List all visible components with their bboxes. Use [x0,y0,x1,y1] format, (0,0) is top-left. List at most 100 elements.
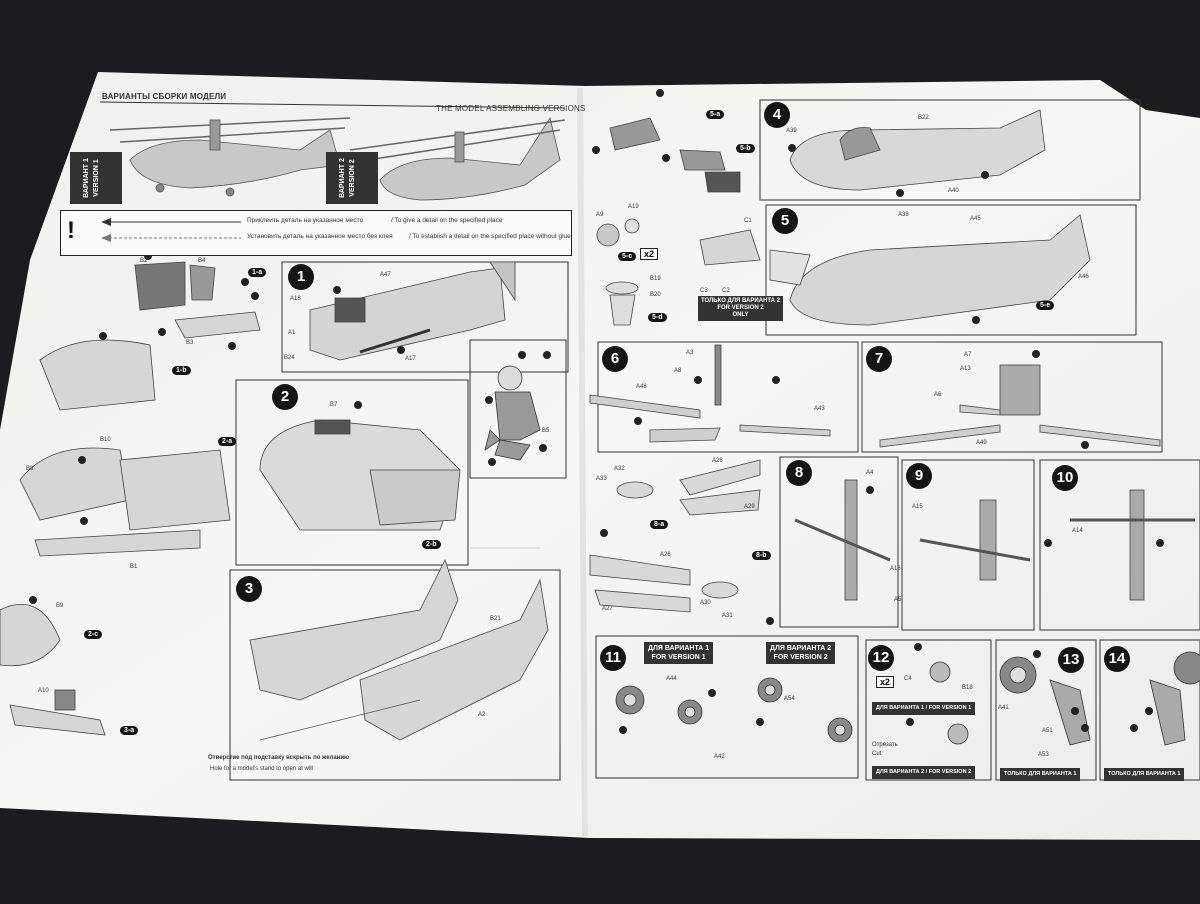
step-6-number: 6 [602,346,628,372]
part-label: B18 [962,685,973,691]
substep-8b: 8-b [752,551,771,560]
quantity-x2-badge: x2 [640,248,659,260]
step-12-frame [865,639,992,781]
part-star-badges [29,89,1164,734]
header-right-title: THE MODEL ASSEMBLING VERSIONS [436,104,586,113]
part-label: B9 [56,603,64,609]
part-label: A9 [596,212,604,218]
part-label: A46 [1078,274,1089,280]
part-label: A51 [1042,728,1053,734]
step-5-number: 5 [772,208,798,234]
part-label: A6 [934,392,942,398]
cut-note-ru: Отрезать [872,742,898,748]
part-label: A45 [970,216,981,222]
part-label: A49 [976,440,987,446]
part-label: A30 [700,600,711,606]
step-7-number: 7 [866,346,892,372]
helicopter-version-1 [109,117,351,197]
version-2-tag: ВАРИАНТ 2 VERSION 2 [326,152,378,204]
part-label: B10 [100,437,111,443]
part-label: A47 [380,272,391,278]
glue-arrow-icon [101,218,241,226]
substep-1b: 1-b [172,366,191,375]
step-4-number: 4 [764,102,790,128]
step-8-frame [779,456,899,628]
step-11-version-1-tag: ДЛЯ ВАРИАНТА 1 FOR VERSION 1 [644,642,714,664]
legend-noglue-ru: Установить деталь на указанное место без… [247,233,393,240]
part-label: A29 [744,504,755,510]
step-5-frame [765,204,1137,336]
part-label: A17 [405,356,416,362]
legend-glue-ru: Приклеить деталь на указанное место [247,217,364,224]
legend-glue-en: / To give a detail on the specified plac… [391,217,503,224]
substep-5b: 5-b [736,144,755,153]
pilot-frame [469,339,567,479]
step-3-number: 3 [236,576,262,602]
step-14-version-tag: ТОЛЬКО ДЛЯ ВАРИАНТА 1 [1104,768,1185,781]
part-label: C3 [700,288,708,294]
step-13-version-tag: ТОЛЬКО ДЛЯ ВАРИАНТА 1 [1000,768,1081,781]
stand-hole-note-ru: Отверстие под подставку вскрыть по желан… [208,755,350,761]
legend-noglue-en: / To establish a detail on the specified… [409,233,571,240]
step-11-version-2-tag: ДЛЯ ВАРИАНТА 2 FOR VERSION 2 [766,642,836,664]
step-1-frame [281,261,569,373]
part-label: A18 [290,296,301,302]
part-label: B5 [542,428,550,434]
part-label: A54 [784,696,795,702]
part-label: A15 [912,504,923,510]
substep-1a: 1-a [248,268,267,277]
step-11-frame [595,635,859,779]
step-7-frame [861,341,1163,453]
part-label: A33 [596,476,607,482]
part-label: A44 [666,676,677,682]
substep-8a: 8-a [650,520,669,529]
part-label: A31 [722,613,733,619]
step-10-number: 10 [1052,465,1078,491]
part-label: A53 [1038,752,1049,758]
step-10-frame [1039,459,1200,631]
part-label: A10 [38,688,49,694]
part-label: B8 [26,466,34,472]
part-label: A41 [998,705,1009,711]
part-label: A4 [866,470,874,476]
helicopter-version-2 [349,116,566,201]
cut-note-en: Cut [872,751,882,757]
part-label: A48 [636,384,647,390]
step-9-number: 9 [906,463,932,489]
step-2-frame [235,379,469,566]
part-label: A19 [628,204,639,210]
version-1-tag: ВАРИАНТ 1 VERSION 1 [70,152,122,204]
part-label: C1 [744,218,752,224]
part-label: C4 [904,676,912,682]
step-12-version-2-tag: ДЛЯ ВАРИАНТА 2 / FOR VERSION 2 [872,766,976,779]
part-label: B21 [490,616,501,622]
substep-2a: 2-a [218,437,237,446]
part-label: A1 [288,330,296,336]
part-label: A2 [478,712,486,718]
part-label: B19 [650,276,661,282]
part-label: A43 [814,406,825,412]
stand-hole-note-en: Hole for a model's stand to open at will [210,766,313,772]
step-14-number: 14 [1104,646,1130,672]
quantity-x2-badge-step12: x2 [876,676,895,688]
step-8-number: 8 [786,460,812,486]
step-2-number: 2 [272,384,298,410]
part-label: B1 [130,564,138,570]
substep-5e: 5-e [1036,301,1055,310]
part-label: A39 [786,128,797,134]
step-11-number: 11 [600,645,626,671]
part-label: A42 [714,754,725,760]
part-label: A8 [674,368,682,374]
step-3-frame [229,569,561,781]
part-label: B22 [918,115,929,121]
substep-5a: 5-a [706,110,725,119]
step-4-frame [759,99,1141,201]
part-label: A14 [1072,528,1083,534]
part-label: A3 [686,350,694,356]
part-label: A38 [898,212,909,218]
substep-2b: 2-b [422,540,441,549]
legend-box: ! Приклеить деталь на указанное место / … [60,210,572,256]
substep-5c: 5-c [618,252,637,261]
step-12-number: 12 [868,645,894,671]
